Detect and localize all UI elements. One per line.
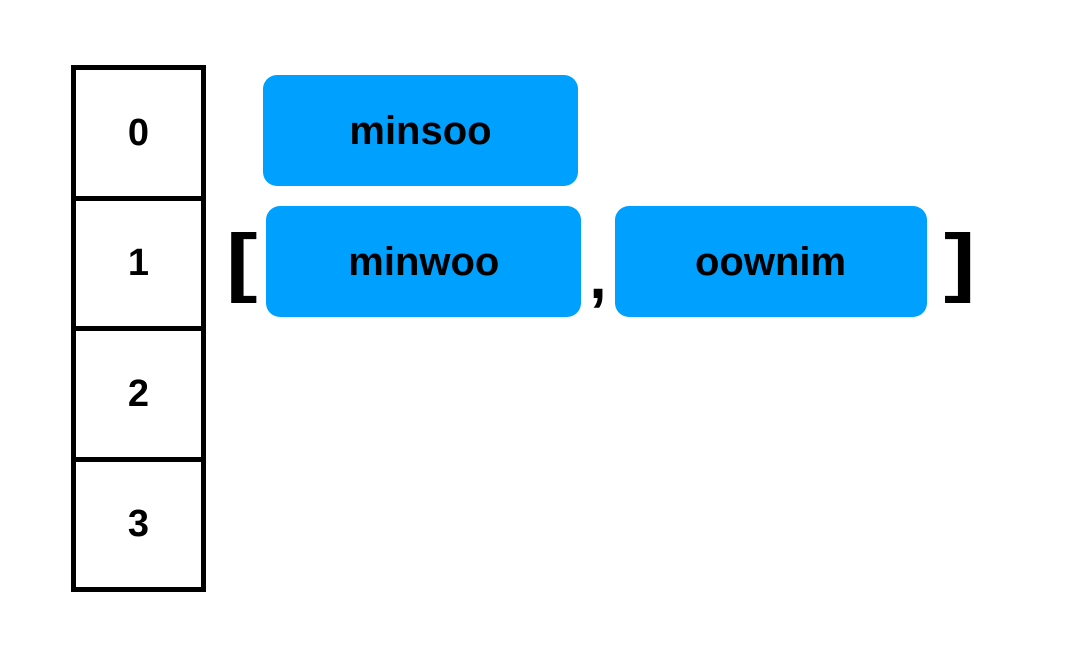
bucket-row-2	[206, 327, 1072, 458]
value-chip-label: minsoo	[349, 108, 492, 153]
index-cell-label: 0	[127, 111, 150, 154]
index-cell-1: 1	[76, 200, 201, 331]
list-separator: ,	[589, 242, 607, 312]
value-chip-label: minwoo	[348, 239, 500, 284]
index-column: 0 1 2 3	[71, 65, 206, 592]
index-cell-label: 1	[127, 242, 150, 285]
bucket-rows: minsoo [ minwoo , oownim ]	[206, 65, 1072, 592]
value-chip[interactable]: minwoo	[266, 206, 582, 317]
bucket-row-3	[206, 458, 1072, 589]
bucket-row-0: minsoo	[206, 65, 1072, 196]
index-cell-label: 2	[127, 372, 150, 415]
index-cell-2: 2	[76, 331, 201, 462]
value-chip[interactable]: minsoo	[263, 75, 578, 186]
bucket-row-0-contents: minsoo	[263, 65, 578, 196]
close-bracket: ]	[943, 218, 976, 304]
value-chip-label: oownim	[695, 239, 847, 284]
bucket-row-1-contents: [ minwoo , oownim ]	[206, 196, 976, 327]
value-chip[interactable]: oownim	[614, 206, 927, 317]
index-cell-0: 0	[76, 70, 201, 201]
index-cell-3: 3	[76, 461, 201, 587]
index-cell-label: 3	[127, 503, 150, 546]
bucket-row-1: [ minwoo , oownim ]	[206, 196, 1072, 327]
open-bracket: [	[225, 218, 258, 304]
